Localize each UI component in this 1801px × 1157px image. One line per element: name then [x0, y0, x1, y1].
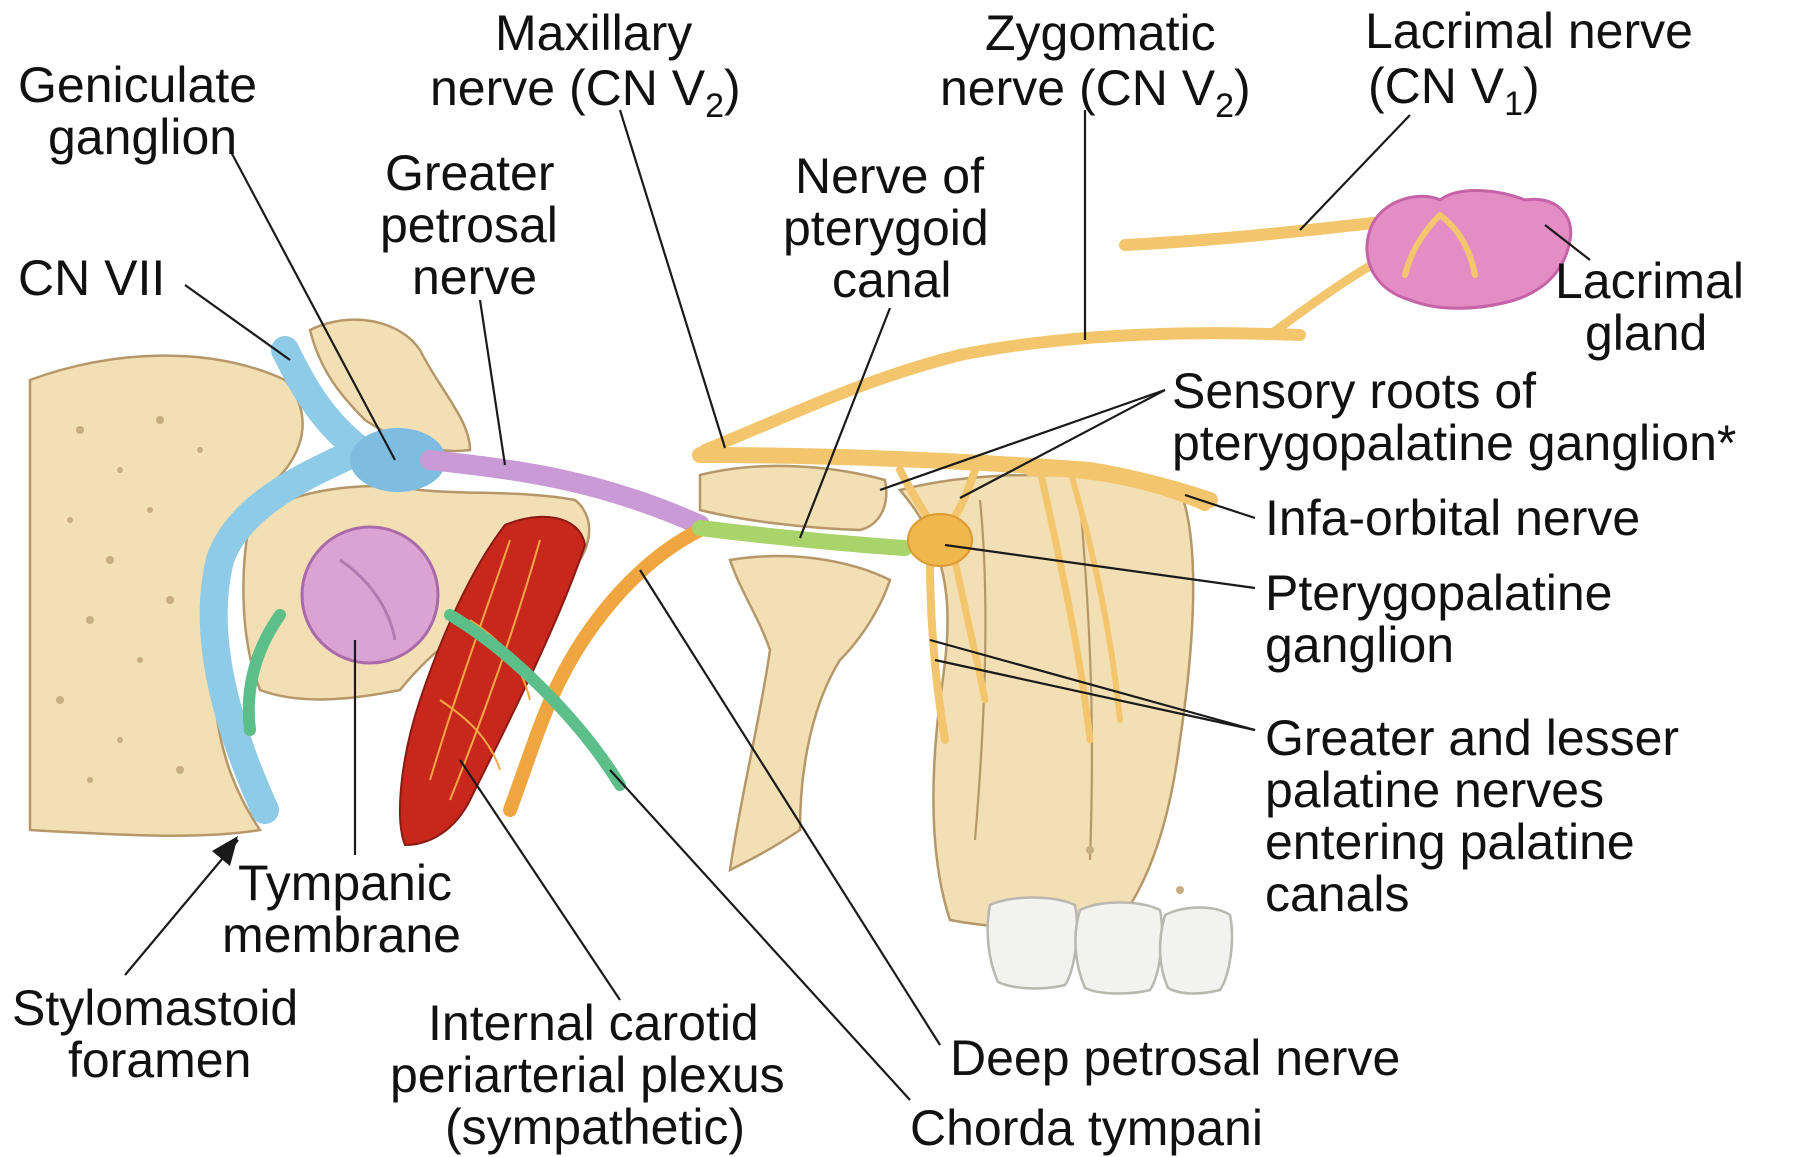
leader-maxillary [620, 110, 725, 448]
greater-palatine-nerve [930, 560, 945, 740]
label-cn7: CN VII [18, 250, 165, 306]
label-nerve-of-pterygoid-canal: Nerve of pterygoid canal [783, 148, 1003, 308]
sphenoid-plate-upper [700, 466, 886, 530]
label-stylomastoid-foramen: Stylomastoid foramen [12, 980, 312, 1088]
tooth [1075, 903, 1162, 994]
pterygopalatine-ganglion [908, 514, 972, 566]
sphenoid-plate-lower [730, 556, 890, 870]
label-zygomatic-nerve: Zygomatic nerve (CN V2) [940, 5, 1251, 125]
label-maxillary-nerve: Maxillary nerve (CN V2) [430, 5, 741, 125]
stylomastoid-arrowhead [212, 836, 238, 866]
tympanic-membrane [302, 527, 438, 663]
label-deep-petrosal-nerve: Deep petrosal nerve [950, 1030, 1400, 1086]
label-greater-petrosal-nerve: Greater petrosal nerve [380, 145, 572, 305]
label-geniculate-ganglion: Geniculate ganglion [18, 57, 271, 165]
teeth [988, 898, 1232, 994]
lacrimal-communicating-branch [1270, 260, 1380, 335]
label-infraorbital-nerve: Infa-orbital nerve [1265, 490, 1640, 546]
label-lacrimal-gland: Lacrimal gland [1555, 253, 1758, 361]
tooth [988, 898, 1077, 989]
label-palatine-nerves: Greater and lesser palatine nerves enter… [1265, 710, 1693, 922]
label-internal-carotid-plexus: Internal carotid periarterial plexus (sy… [390, 995, 799, 1155]
label-lacrimal-nerve: Lacrimal nerve (CN V1) [1365, 3, 1707, 123]
label-sensory-roots: Sensory roots of pterygopalatine ganglio… [1172, 363, 1736, 471]
label-pterygopalatine-ganglion: Pterygopalatine ganglion [1265, 565, 1626, 673]
label-tympanic-membrane: Tympanic membrane [222, 855, 466, 963]
leader-greater-petrosal [480, 300, 505, 465]
leader-cn7 [185, 285, 290, 360]
label-chorda-tympani: Chorda tympani [910, 1100, 1263, 1156]
leader-internal-carotid [460, 760, 620, 1000]
tooth [1160, 908, 1232, 994]
